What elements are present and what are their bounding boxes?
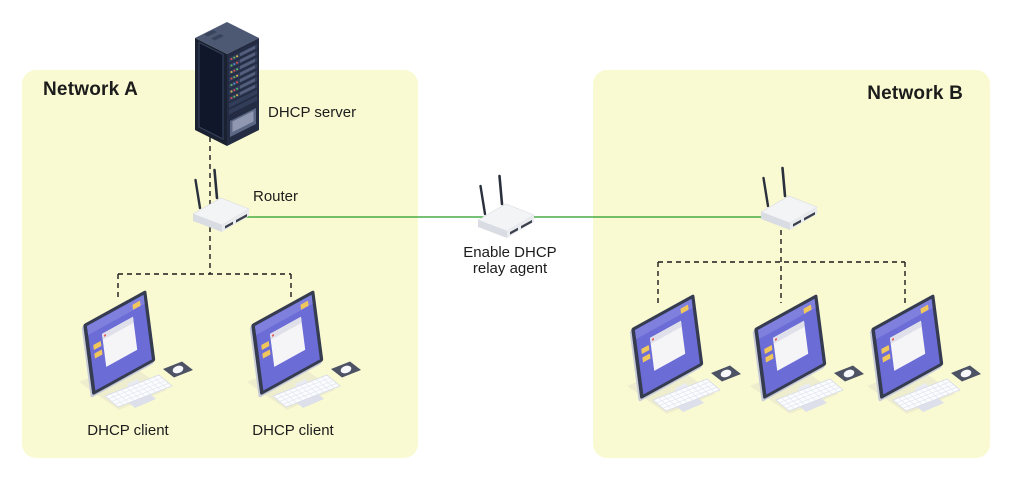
network-b-label: Network B [867,83,963,104]
desktop-computer-icon [75,284,195,416]
wireless-router-icon [191,168,255,234]
network-a-label: Network A [43,79,139,100]
dashed-links [117,128,906,303]
desktop-computer-icon [746,288,866,420]
relay-agent-label-line2: relay agent [472,260,548,277]
wireless-router-icon [476,174,540,240]
desktop-computer-icon [243,284,363,416]
dhcp-client-label: DHCP client [252,422,334,439]
desktop-computer-icon [863,288,983,420]
dhcp-server-label: DHCP server [268,104,357,121]
wireless-router-icon [759,166,823,232]
desktop-computer-icon [623,288,743,420]
dhcp-client-label: DHCP client [87,422,169,439]
relay-agent-label: Enable DHCP relay agent [450,245,570,277]
server-rack-icon [189,20,265,150]
relay-agent-label-line1: Enable DHCP [463,244,557,261]
router-label: Router [253,188,299,205]
